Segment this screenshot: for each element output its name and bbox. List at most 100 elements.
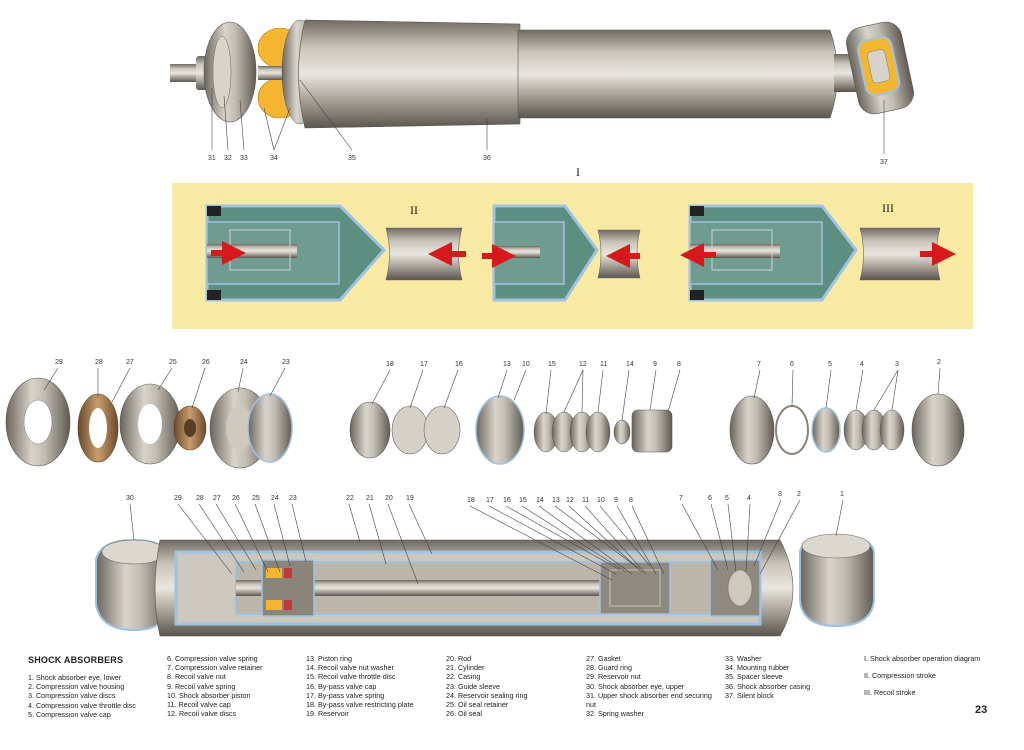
parts-callout-15: 15 bbox=[548, 361, 556, 368]
legend-item: 16. By-pass valve cap bbox=[306, 681, 377, 691]
legend-item: 10. Shock absorber piston bbox=[167, 690, 251, 700]
legend-item: 31. Upper shock absorber end securing nu… bbox=[586, 690, 712, 710]
assembly-callout-14: 14 bbox=[536, 497, 544, 504]
assembly-callout-11: 11 bbox=[582, 497, 589, 504]
parts-callout-7: 7 bbox=[757, 361, 761, 368]
assembly-callout-18: 18 bbox=[467, 497, 475, 504]
assembly-callout-20: 20 bbox=[385, 495, 393, 502]
compression-valve-cap-5 bbox=[811, 407, 841, 453]
legend-item: 21. Cylinder bbox=[446, 663, 485, 673]
legend-column-4: 20. Rod 21. Cylinder 22. Casing 23. Guid… bbox=[446, 654, 576, 718]
legend-item: III. Recoil stroke bbox=[864, 688, 916, 698]
legend-item: 20. Rod bbox=[446, 654, 472, 663]
lower-eye-1 bbox=[799, 533, 875, 628]
assembly-callout-17: 17 bbox=[486, 497, 494, 504]
legend-column-2: 6. Compression valve spring 7. Compressi… bbox=[167, 654, 297, 718]
compression-valve-housing-2 bbox=[911, 393, 965, 467]
legend-item: 22. Casing bbox=[446, 672, 481, 682]
assembly-callout-13: 13 bbox=[552, 497, 560, 504]
parts-callout-2: 2 bbox=[937, 359, 941, 366]
shock-absorber-external-view: 31 32 33 34 35 36 37 I bbox=[170, 19, 914, 179]
guide-sleeve-23 bbox=[247, 393, 293, 463]
assembly-callout-28: 28 bbox=[196, 495, 204, 502]
legend-item: 12. Recoil valve discs bbox=[167, 709, 237, 719]
parts-row-callouts: 29 28 27 25 26 24 23 18 17 16 13 10 15 1… bbox=[43, 359, 941, 421]
parts-callout-28: 28 bbox=[95, 359, 103, 366]
legend-column-6: 33. Washer 34. Mounting rubber 35. Space… bbox=[725, 654, 855, 700]
legend-item: I. Shock absorber operation diagram bbox=[864, 654, 981, 663]
legend-item: 1. Shock absorber eye, lower bbox=[28, 673, 122, 682]
top-callouts: 31 32 33 34 35 36 37 bbox=[208, 79, 888, 166]
assembly-callout-4: 4 bbox=[747, 495, 751, 502]
assembly-callout-26: 26 bbox=[232, 495, 240, 502]
parts-callout-12: 12 bbox=[579, 361, 587, 368]
legend-item: 29. Reservoir nut bbox=[586, 672, 641, 682]
assembly-callout-19: 19 bbox=[406, 495, 414, 502]
section-label-i: I bbox=[576, 165, 580, 179]
legend-item: 32. Spring washer bbox=[586, 709, 644, 719]
legend-item: 28. Guard ring bbox=[586, 663, 632, 673]
section-label-ii: II bbox=[410, 203, 418, 217]
assembly-callouts: 30 29 28 27 26 25 24 23 22 21 20 19 18 1… bbox=[126, 491, 844, 585]
legend-item: 17. By-pass valve spring bbox=[306, 690, 385, 700]
legend-item: 14. Recoil valve nut washer bbox=[306, 663, 394, 673]
parts-callout-9: 9 bbox=[653, 361, 657, 368]
legend-column-5: 27. Gasket 28. Guard ring 29. Reservoir … bbox=[586, 654, 718, 718]
parts-callout-5: 5 bbox=[828, 361, 832, 368]
callout-33: 33 bbox=[240, 155, 248, 162]
assembly-callout-3: 3 bbox=[778, 491, 782, 498]
legend-item: 18. By-pass valve restricting plate bbox=[306, 700, 414, 710]
legend-item: 33. Washer bbox=[725, 654, 762, 663]
legend-item: II. Compression stroke bbox=[864, 671, 936, 681]
transition-view bbox=[482, 204, 641, 302]
sectional-assembly-view bbox=[95, 533, 875, 637]
assembly-callout-23: 23 bbox=[289, 495, 297, 502]
parts-callout-26: 26 bbox=[202, 359, 210, 366]
legend-item: 7. Compression valve retainer bbox=[167, 663, 263, 673]
assembly-callout-15: 15 bbox=[519, 497, 527, 504]
legend-item: 9. Recoil valve spring bbox=[167, 681, 236, 691]
section-label-iii: III bbox=[882, 201, 894, 215]
assembly-callout-12: 12 bbox=[566, 497, 574, 504]
parts-callout-4: 4 bbox=[860, 361, 864, 368]
callout-34: 34 bbox=[270, 155, 278, 162]
parts-callout-27: 27 bbox=[126, 359, 134, 366]
piston-section bbox=[599, 561, 671, 615]
assembly-callout-16: 16 bbox=[503, 497, 511, 504]
parts-callout-11: 11 bbox=[600, 361, 607, 368]
assembly-callout-10: 10 bbox=[597, 497, 605, 504]
legend-item: 35. Spacer sleeve bbox=[725, 672, 783, 682]
spring-washer-32 bbox=[212, 35, 232, 109]
shock-absorber-diagram: 31 32 33 34 35 36 37 I II bbox=[5, 19, 973, 637]
piston-10 bbox=[475, 395, 525, 465]
legend-item: 26. Oil seal bbox=[446, 709, 482, 719]
parts-callout-13: 13 bbox=[503, 361, 511, 368]
parts-callout-24: 24 bbox=[240, 359, 248, 366]
callout-35: 35 bbox=[348, 155, 356, 162]
bypass-valve-cap-16 bbox=[423, 405, 461, 455]
shock-absorber-casing-36 bbox=[517, 29, 838, 119]
assembly-callout-30: 30 bbox=[126, 495, 134, 502]
legend-item: 25. Oil seal retainer bbox=[446, 700, 509, 710]
legend-item: 11. Recoil valve cap bbox=[167, 700, 231, 710]
parts-callout-10: 10 bbox=[522, 361, 530, 368]
assembly-callout-25: 25 bbox=[252, 495, 260, 502]
assembly-callout-9: 9 bbox=[614, 497, 618, 504]
legend-item: 4. Compression valve throttle disc bbox=[28, 700, 136, 710]
parts-callout-18: 18 bbox=[386, 361, 394, 368]
silent-block-37 bbox=[846, 21, 914, 115]
recoil-valve-cap-11 bbox=[585, 411, 611, 453]
assembly-callout-24: 24 bbox=[271, 495, 279, 502]
legend-column-1: 1. Shock absorber eye, lower 2. Compress… bbox=[28, 673, 136, 719]
parts-callout-23: 23 bbox=[282, 359, 290, 366]
compression-valve-spring-6 bbox=[775, 405, 809, 455]
parts-callout-17: 17 bbox=[420, 361, 428, 368]
parts-callout-29: 29 bbox=[55, 359, 63, 366]
assembly-callout-22: 22 bbox=[346, 495, 354, 502]
parts-callout-8: 8 bbox=[677, 361, 681, 368]
assembly-callout-8: 8 bbox=[629, 497, 633, 504]
legend-item: 24. Reservoir sealing ring bbox=[446, 690, 528, 700]
parts-callout-25: 25 bbox=[169, 359, 177, 366]
casing-large-section bbox=[298, 19, 521, 129]
legend-item: 27. Gasket bbox=[586, 654, 621, 663]
